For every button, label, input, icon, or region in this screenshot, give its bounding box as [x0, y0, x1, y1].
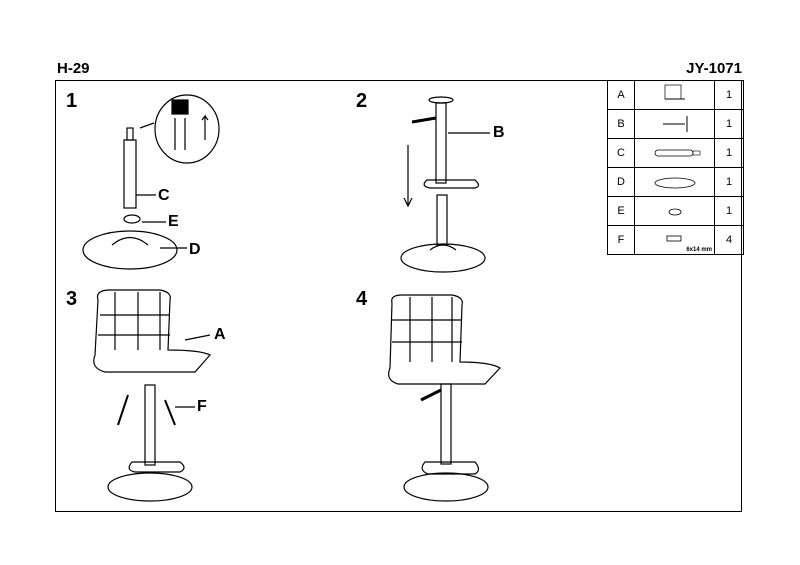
part-letter: D — [607, 167, 635, 197]
part-qty: 1 — [714, 138, 744, 168]
part-letter: F — [607, 225, 635, 255]
step-number: 2 — [356, 90, 368, 112]
step3-drawing — [93, 289, 211, 502]
part-letter: A — [607, 80, 635, 110]
callout-d: D — [189, 241, 201, 258]
lift-mechanism-icon — [634, 109, 715, 139]
screw-icon: 6x14 mm — [634, 225, 715, 255]
step1-drawing — [82, 94, 220, 270]
model-code: H-29 — [57, 60, 90, 77]
instruction-frame — [55, 80, 742, 512]
callout-b: B — [493, 124, 505, 141]
callout-c: C — [158, 187, 170, 204]
callout-f: F — [197, 398, 207, 415]
callout-e: E — [168, 213, 179, 230]
product-code: JY-1071 — [686, 60, 742, 77]
step-number: 4 — [356, 288, 368, 310]
part-qty: 1 — [714, 109, 744, 139]
gas-cylinder-icon — [634, 138, 715, 168]
seat-icon — [634, 80, 715, 110]
base-plate-icon — [634, 167, 715, 197]
step4-drawing — [388, 294, 501, 502]
callout-a: A — [214, 326, 226, 343]
screw-size: 6x14 mm — [686, 247, 712, 253]
part-letter: C — [607, 138, 635, 168]
step2-drawing — [400, 96, 490, 273]
step-number: 3 — [66, 288, 78, 310]
part-qty: 4 — [714, 225, 744, 255]
part-letter: B — [607, 109, 635, 139]
part-letter: E — [607, 196, 635, 226]
ring-cap-icon — [634, 196, 715, 226]
step-number: 1 — [66, 90, 78, 112]
part-qty: 1 — [714, 80, 744, 110]
part-qty: 1 — [714, 167, 744, 197]
part-qty: 1 — [714, 196, 744, 226]
